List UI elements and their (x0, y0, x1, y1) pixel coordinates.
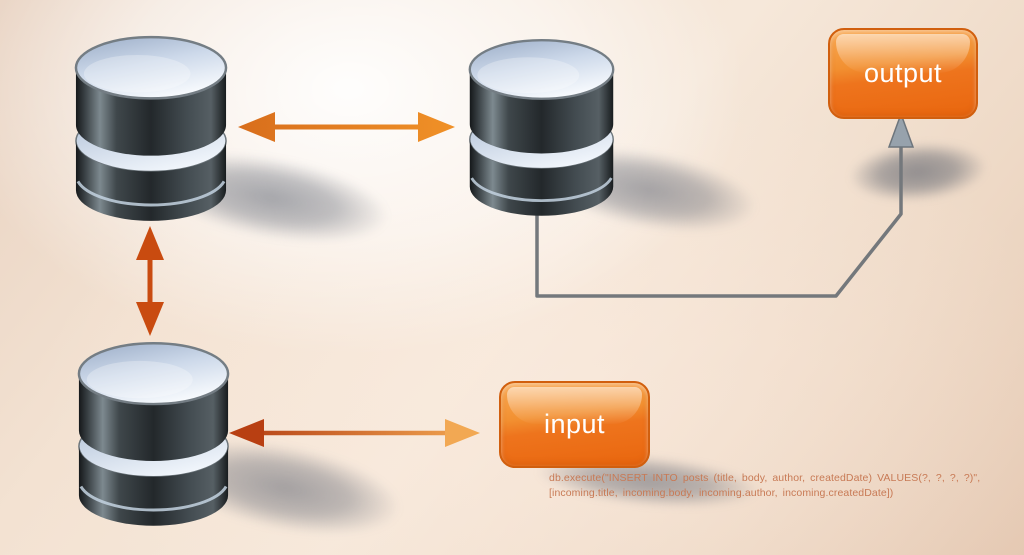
database-icon-bottom-left (77, 341, 230, 528)
code-line-2: [incoming.title, incoming.body, incoming… (549, 486, 894, 499)
output-connector-line (535, 111, 915, 298)
sync-arrow-top (238, 112, 455, 142)
input-node: input (499, 381, 650, 468)
input-label: input (543, 409, 606, 439)
output-node: output (828, 28, 978, 119)
code-snippet: db.execute("INSERT INTO posts (title, bo… (549, 471, 980, 500)
output-label: output (863, 58, 943, 88)
sync-arrow-input (229, 419, 480, 447)
database-icon-top-left (74, 35, 228, 223)
database-icon-top-middle (468, 38, 615, 218)
sync-arrow-left (136, 226, 164, 336)
code-line-1: db.execute("INSERT INTO posts (title, bo… (549, 472, 981, 484)
output-connector-arrowhead (887, 111, 915, 148)
